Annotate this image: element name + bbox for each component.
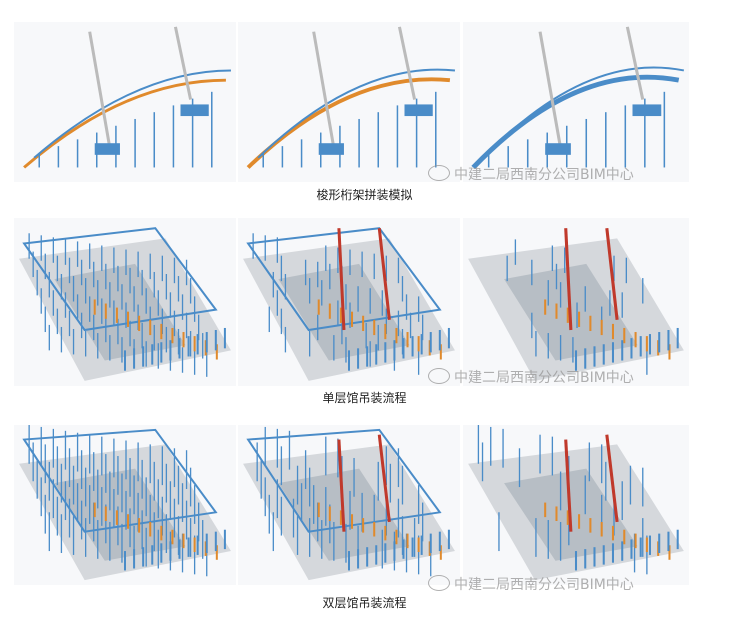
watermark: 中建二局西南分公司BIM中心 (428, 574, 634, 594)
watermark: 中建二局西南分公司BIM中心 (428, 367, 634, 387)
watermark: 中建二局西南分公司BIM中心 (428, 164, 634, 184)
caption-single-hall: 单层馆吊装流程 (0, 389, 729, 406)
bim-render-single-storey-hall-lifting-1 (14, 218, 236, 386)
bim-render-two-storey-hall-lifting-3 (463, 425, 689, 585)
caption-truss-assembly: 梭形桁架拼装模拟 (0, 186, 729, 203)
wechat-icon (428, 368, 450, 384)
wechat-icon (428, 575, 450, 591)
bim-render-two-storey-hall-lifting-1 (14, 425, 236, 585)
wechat-icon (428, 165, 450, 181)
bim-render-two-storey-hall-lifting-2 (238, 425, 460, 585)
bim-render-single-storey-hall-lifting-3 (463, 218, 689, 386)
caption-two-storey-hall: 双层馆吊装流程 (0, 594, 729, 611)
bim-render-truss-arch-assembly-3 (463, 22, 689, 182)
bim-render-truss-arch-assembly-2 (238, 22, 460, 182)
bim-render-single-storey-hall-lifting-2 (238, 218, 460, 386)
bim-render-truss-arch-assembly-1 (14, 22, 236, 182)
